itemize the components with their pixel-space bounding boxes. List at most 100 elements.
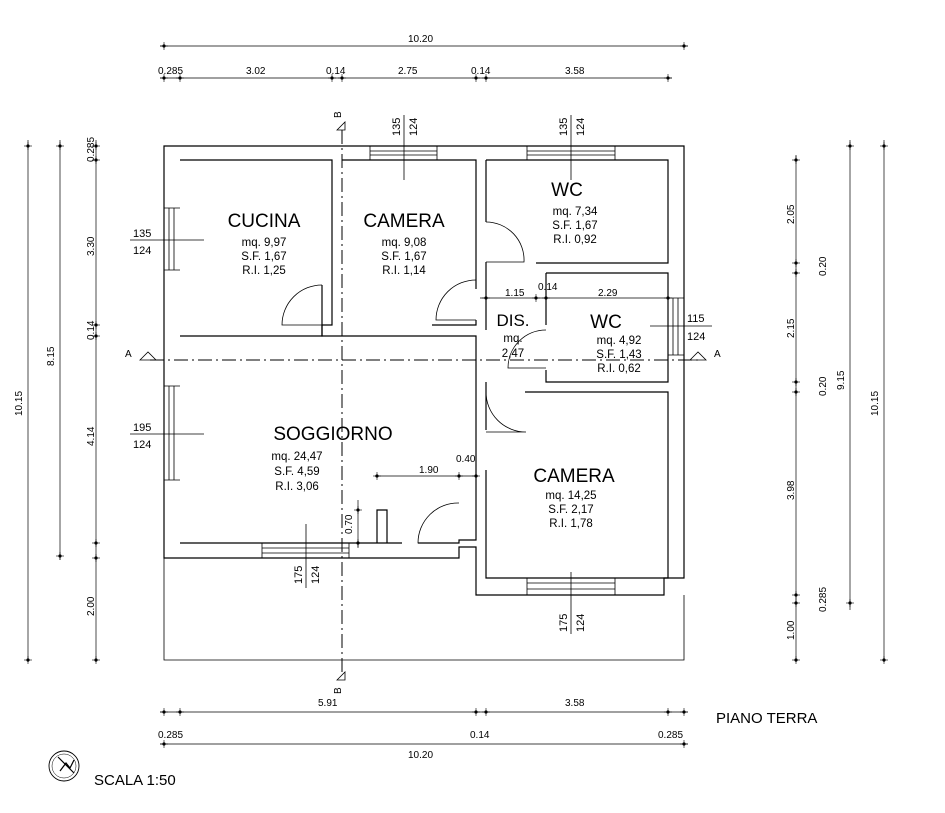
dim-left-part-1: 0.285 <box>86 137 97 162</box>
room-wc2-name: WC <box>590 312 622 333</box>
dimension-tick-dot <box>794 593 798 597</box>
room-cucina-ri: R.I. 1,25 <box>242 265 285 277</box>
section-marker-b-bottom: B <box>333 687 344 694</box>
dim-right-mid: 9.15 <box>836 370 847 390</box>
room-camera1-sf: S.F. 1,67 <box>381 251 426 263</box>
room-soggiorno-ri: R.I. 3,06 <box>275 481 318 493</box>
window-wc1-width: 135 <box>558 118 570 136</box>
dimension-ticks <box>24 42 888 748</box>
dim-right-part-5: 3.98 <box>786 480 797 500</box>
window-camera2-width: 175 <box>558 614 570 632</box>
dimension-tick-dot <box>178 710 182 714</box>
room-cucina-name: CUCINA <box>228 211 301 232</box>
dimension-tick-dot <box>794 601 798 605</box>
window-openings <box>164 146 684 595</box>
dimension-tick-dot <box>794 261 798 265</box>
dim-right-outer: 10.15 <box>870 391 881 416</box>
drawing-scale: SCALA 1:50 <box>94 772 176 789</box>
room-dis-name: DIS. <box>496 311 529 330</box>
room-wc1-name: WC <box>551 180 583 201</box>
room-camera1-area: mq. 9,08 <box>382 237 427 249</box>
dim-right-part-4: 0.20 <box>818 376 829 396</box>
room-camera2-area: mq. 14,25 <box>545 490 596 502</box>
dim-right-part-7: 1.00 <box>786 620 797 640</box>
room-dis-area-value: 2,47 <box>502 348 524 360</box>
dim-left-part-2: 3.30 <box>86 236 97 256</box>
room-wc1-sf: S.F. 1,67 <box>552 220 597 232</box>
dim-right-part-1: 2.05 <box>786 204 797 224</box>
room-dis: DIS. mq. 2,47 <box>496 311 529 360</box>
room-soggiorno-area: mq. 24,47 <box>271 451 322 463</box>
dimension-tick-dot <box>178 76 182 80</box>
outer-walls <box>163 145 685 661</box>
room-camera-1: CAMERA mq. 9,08 S.F. 1,67 R.I. 1,14 <box>363 211 445 277</box>
dimension-tick-dot <box>58 144 62 148</box>
dim-top-part-1: 0.285 <box>158 66 183 77</box>
dimension-tick-dot <box>162 742 166 746</box>
dimension-tick-dot <box>484 76 488 80</box>
north-arrow-icon <box>48 750 80 782</box>
window-cucina-height: 124 <box>133 245 151 257</box>
dimension-tick-dot <box>94 658 98 662</box>
dim-inner-dis-wall: 0.14 <box>538 282 558 293</box>
window-wc2-width: 115 <box>687 313 705 325</box>
dim-inner-sog-2: 0.40 <box>456 454 476 465</box>
dimension-tick-dot <box>356 508 360 512</box>
dim-top-part-5: 0.14 <box>471 66 491 77</box>
section-marker-a-left: A <box>125 349 132 360</box>
dim-bottom-part-2: 5.91 <box>318 698 338 709</box>
dimension-tick-dot <box>666 296 670 300</box>
room-camera1-ri: R.I. 1,14 <box>382 265 426 277</box>
window-soggiorno-left-width: 195 <box>133 422 151 434</box>
dimension-tick-dot <box>484 710 488 714</box>
room-wc2-sf: S.F. 1,43 <box>596 349 641 361</box>
room-dis-area: mq. <box>503 333 522 345</box>
dimension-tick-dot <box>882 658 886 662</box>
dimension-tick-dot <box>794 158 798 162</box>
dim-top-part-6: 3.58 <box>565 66 585 77</box>
room-camera1-name: CAMERA <box>363 211 445 232</box>
dim-right-part-3: 2.15 <box>786 318 797 338</box>
dim-right-part-6: 0.285 <box>818 587 829 612</box>
dimension-tick-dot <box>484 296 488 300</box>
dimension-tick-dot <box>682 742 686 746</box>
dim-right-part-2: 0.20 <box>818 256 829 276</box>
dimension-tick-dot <box>94 541 98 545</box>
room-cucina: CUCINA mq. 9,97 S.F. 1,67 R.I. 1,25 <box>228 211 301 277</box>
dim-bottom-part-5: 0.285 <box>658 730 683 741</box>
dim-left-mid: 8.15 <box>46 346 57 366</box>
window-camera2-height: 124 <box>575 614 587 632</box>
room-wc1-area: mq. 7,34 <box>553 206 598 218</box>
dim-top-part-3: 0.14 <box>326 66 346 77</box>
room-wc2-area: mq. 4,92 <box>597 335 642 347</box>
section-marker-a-right: A <box>714 349 721 360</box>
dim-left-outer: 10.15 <box>14 391 25 416</box>
dimension-tick-dot <box>58 554 62 558</box>
window-labels <box>130 115 712 634</box>
window-camera1-height: 124 <box>408 118 420 136</box>
section-marker-b-top: B <box>333 111 344 118</box>
dimension-tick-dot <box>356 541 360 545</box>
dim-bottom-total: 10.20 <box>408 750 433 761</box>
dimension-tick-dot <box>457 474 461 478</box>
dim-inner-sog-1: 1.90 <box>419 465 439 476</box>
dimension-tick-dot <box>94 158 98 162</box>
dimension-tick-dot <box>94 556 98 560</box>
dimension-tick-dot <box>94 323 98 327</box>
room-wc-2: WC mq. 4,92 S.F. 1,43 R.I. 0,62 <box>590 312 642 375</box>
dim-top-total: 10.20 <box>408 34 433 45</box>
dimension-tick-dot <box>162 710 166 714</box>
dimension-tick-dot <box>94 334 98 338</box>
dim-bottom-part-3: 0.14 <box>470 730 490 741</box>
dimension-tick-dot <box>794 658 798 662</box>
dimension-tick-dot <box>162 76 166 80</box>
dimension-tick-dot <box>682 44 686 48</box>
room-camera-2: CAMERA mq. 14,25 S.F. 2,17 R.I. 1,78 <box>533 466 615 530</box>
dimension-tick-dot <box>794 390 798 394</box>
dimension-tick-dot <box>794 380 798 384</box>
dimension-tick-dot <box>26 658 30 662</box>
room-camera2-name: CAMERA <box>533 466 615 487</box>
room-cucina-sf: S.F. 1,67 <box>241 251 286 263</box>
room-camera2-ri: R.I. 1,78 <box>549 518 592 530</box>
dim-left-part-3: 0.14 <box>86 320 97 340</box>
